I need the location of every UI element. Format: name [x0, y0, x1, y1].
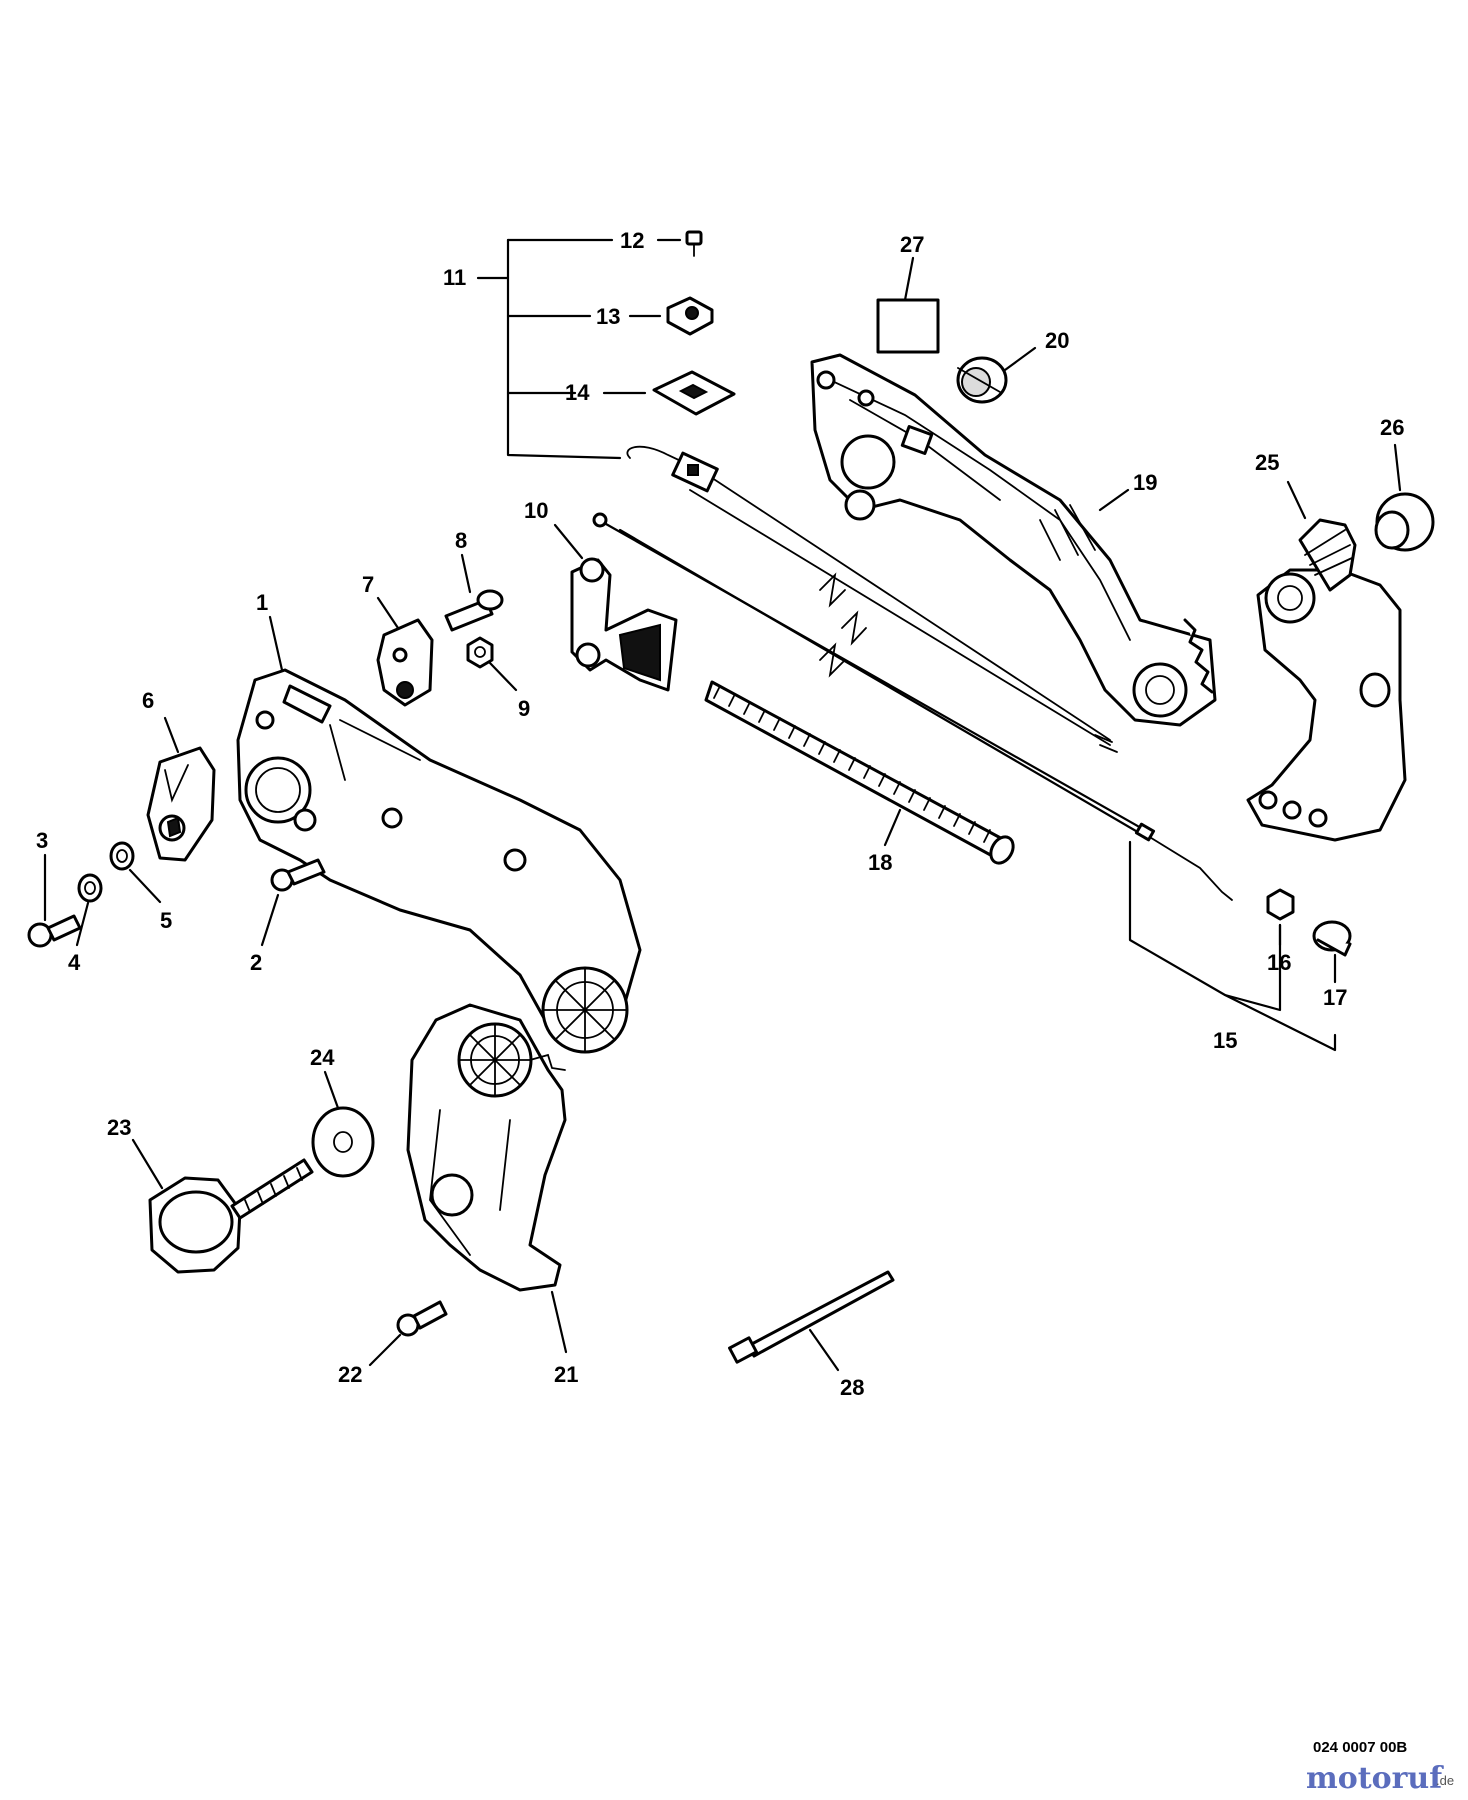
label-24: 24 — [310, 1045, 335, 1070]
label-5: 5 — [160, 908, 172, 933]
label-11: 11 — [443, 265, 466, 290]
label-1: 1 — [256, 590, 268, 615]
drawing-code: 024 0007 00B — [1313, 1739, 1407, 1756]
label-10: 10 — [524, 498, 548, 523]
label-26: 26 — [1380, 415, 1404, 440]
label-2: 2 — [250, 950, 262, 975]
part-4-washer — [77, 873, 103, 903]
label-18: 18 — [868, 850, 892, 875]
part-number-labels: 1 2 3 4 5 6 7 8 9 10 11 12 13 14 15 16 1… — [36, 228, 1404, 1400]
part-20-grommet — [956, 356, 1008, 404]
part-9-nut — [466, 636, 494, 669]
part-13-nut — [666, 296, 714, 336]
part-16-nut — [1266, 888, 1295, 921]
part-22-screw — [396, 1300, 448, 1337]
part-18-spiral-tube — [704, 680, 1015, 865]
watermark-tld: .de — [1436, 1773, 1454, 1788]
part-11-switch-wire — [626, 445, 1118, 753]
label-22: 22 — [338, 1362, 362, 1387]
part-17-cap — [1312, 920, 1352, 957]
part-27-label — [876, 298, 940, 354]
watermark-logo: motoruf .de — [1306, 1761, 1454, 1796]
label-12: 12 — [620, 228, 644, 253]
part-25-bracket — [1246, 518, 1407, 842]
part-7-bracket — [376, 618, 434, 707]
label-7: 7 — [362, 572, 374, 597]
part-2-screw — [270, 858, 326, 892]
part-21-lower-bracket — [406, 1003, 567, 1292]
label-15: 15 — [1213, 1028, 1237, 1053]
part-26-bushing — [1374, 492, 1435, 552]
label-25: 25 — [1255, 450, 1279, 475]
part-1-main-handle — [236, 668, 642, 1054]
part-14-pad — [652, 370, 736, 416]
part-28-cable-tie — [728, 1270, 895, 1364]
label-9: 9 — [518, 696, 530, 721]
label-6: 6 — [142, 688, 154, 713]
label-20: 20 — [1045, 328, 1069, 353]
label-4: 4 — [68, 950, 81, 975]
part-3-screw — [27, 914, 82, 948]
part-10-throttle-lever — [570, 557, 678, 692]
label-14: 14 — [565, 380, 590, 405]
part-19-rear-handle — [810, 353, 1217, 727]
label-28: 28 — [840, 1375, 864, 1400]
label-8: 8 — [455, 528, 467, 553]
leader-lines — [43, 238, 1402, 1372]
label-23: 23 — [107, 1115, 131, 1140]
part-23-knob — [148, 1158, 314, 1274]
part-1-gear-wheel — [541, 966, 629, 1054]
label-16: 16 — [1267, 950, 1291, 975]
part-8-screw — [444, 589, 504, 632]
label-21: 21 — [554, 1362, 578, 1387]
label-19: 19 — [1133, 470, 1157, 495]
part-15-throttle-cable — [592, 512, 1233, 901]
part-6-lockout — [146, 746, 216, 862]
label-17: 17 — [1323, 985, 1347, 1010]
watermark-brand: motoruf — [1306, 1761, 1444, 1796]
label-3: 3 — [36, 828, 48, 853]
part-24-washer — [311, 1106, 375, 1178]
label-27: 27 — [900, 232, 924, 257]
label-13: 13 — [596, 304, 620, 329]
part-12-screw — [685, 230, 703, 257]
part-5-washer — [109, 841, 135, 871]
